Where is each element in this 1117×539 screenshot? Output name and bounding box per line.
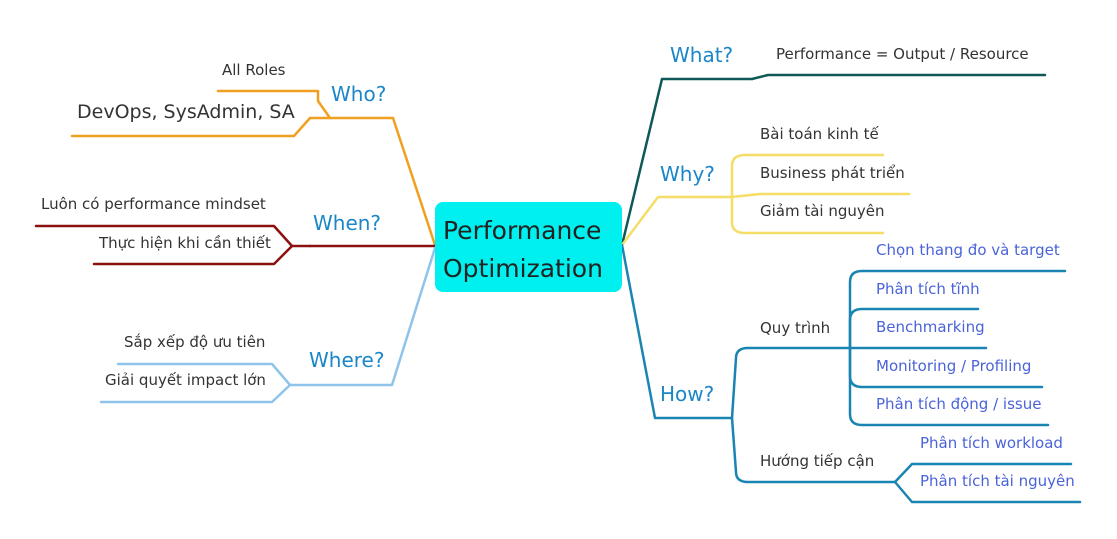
central-topic[interactable]: Performance Optimization: [435, 202, 622, 292]
branch-why-label[interactable]: Why?: [660, 162, 715, 186]
how-approach-label[interactable]: Hướng tiếp cận: [760, 452, 875, 470]
when-item-when-needed[interactable]: Thực hiện khi cần thiết: [99, 234, 271, 252]
branch-when-label[interactable]: When?: [313, 211, 382, 235]
what-connectors: [620, 73, 1047, 247]
how-approach-item-resources[interactable]: Phân tích tài nguyên: [920, 472, 1075, 490]
branch-what-label[interactable]: What?: [670, 43, 734, 67]
how-process-item-monitoring[interactable]: Monitoring / Profiling: [876, 357, 1032, 375]
branch-where-label[interactable]: Where?: [309, 348, 385, 372]
when-item-mindset[interactable]: Luôn có performance mindset: [41, 195, 266, 213]
what-item-definition[interactable]: Performance = Output / Resource: [776, 45, 1029, 63]
how-process-item-metrics[interactable]: Chọn thang đo và target: [876, 241, 1060, 259]
how-connectors: [620, 243, 1082, 504]
when-connectors: [34, 224, 437, 266]
why-item-economics[interactable]: Bài toán kinh tế: [760, 125, 879, 143]
why-item-business-growth[interactable]: Business phát triển: [760, 164, 905, 182]
who-item-all-roles[interactable]: All Roles: [222, 61, 286, 79]
how-process-label[interactable]: Quy trình: [760, 319, 831, 337]
how-approach-item-workload[interactable]: Phân tích workload: [920, 434, 1063, 452]
how-process-item-dynamic-analysis[interactable]: Phân tích động / issue: [876, 395, 1042, 413]
where-item-priority[interactable]: Sắp xếp độ ưu tiên: [124, 333, 266, 351]
branch-how-label[interactable]: How?: [660, 382, 715, 406]
why-item-reduce-resources[interactable]: Giảm tài nguyên: [760, 202, 885, 220]
central-topic-title: Performance Optimization: [443, 216, 603, 283]
who-item-devops[interactable]: DevOps, SysAdmin, SA: [77, 101, 295, 123]
why-connectors: [620, 153, 911, 247]
how-process-item-benchmarking[interactable]: Benchmarking: [876, 318, 985, 336]
how-process-item-static-analysis[interactable]: Phân tích tĩnh: [876, 280, 980, 298]
branch-who-label[interactable]: Who?: [331, 82, 387, 106]
where-item-impact[interactable]: Giải quyết impact lớn: [105, 371, 266, 389]
where-connectors: [99, 246, 437, 404]
who-connectors: [70, 89, 437, 247]
